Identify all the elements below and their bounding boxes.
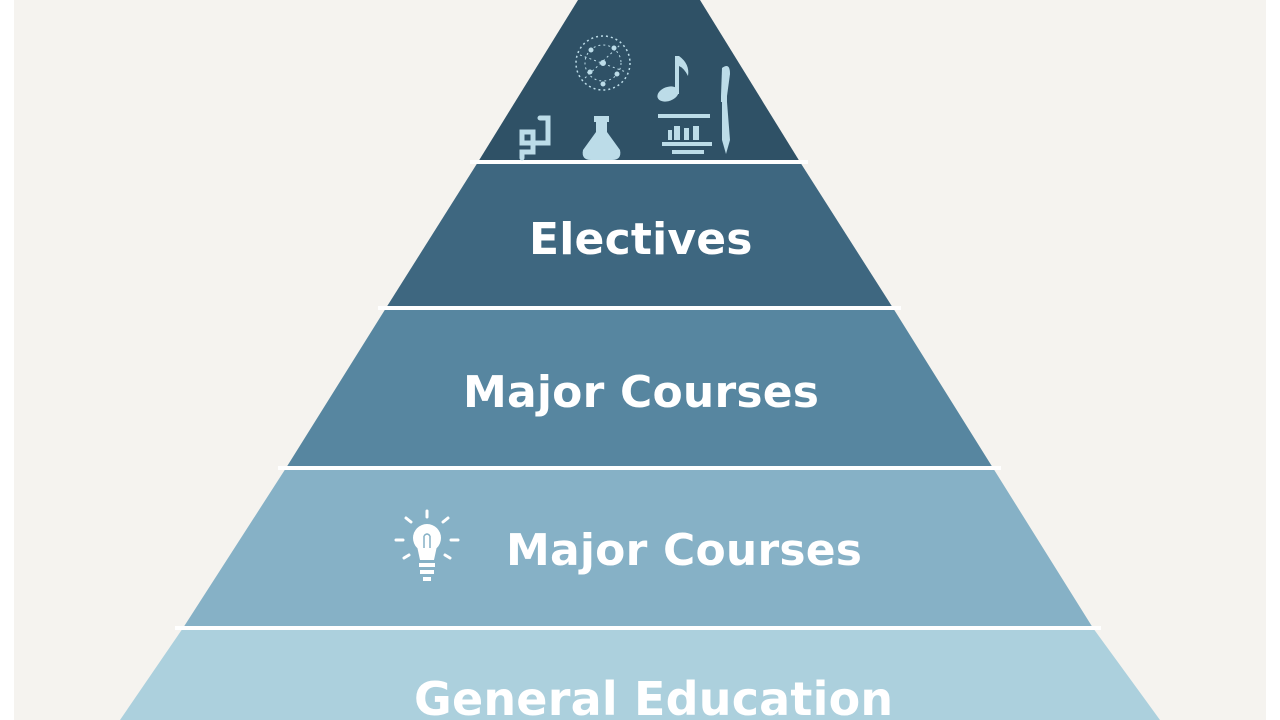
tier-major-courses-lower bbox=[183, 468, 1093, 628]
paintbrush-icon bbox=[721, 66, 730, 154]
tier-dividers bbox=[175, 160, 1101, 630]
music-note-icon bbox=[657, 56, 689, 102]
tier-label-major-courses-lower: Major Courses bbox=[506, 525, 863, 576]
tier-electives bbox=[386, 162, 893, 308]
tier-apex bbox=[478, 0, 800, 162]
flask-icon bbox=[582, 116, 621, 160]
tier-general-education bbox=[120, 628, 1160, 720]
tier-label-major-courses-upper: Major Courses bbox=[463, 367, 820, 418]
tier-major-courses-upper bbox=[286, 308, 993, 468]
lightbulb-icon bbox=[394, 509, 460, 581]
tier-label-general-education: General Education bbox=[414, 672, 894, 720]
books-icon bbox=[658, 114, 712, 154]
tier-label-electives: Electives bbox=[529, 214, 753, 265]
spiral-icon bbox=[519, 115, 551, 161]
network-sphere-icon bbox=[575, 35, 631, 91]
